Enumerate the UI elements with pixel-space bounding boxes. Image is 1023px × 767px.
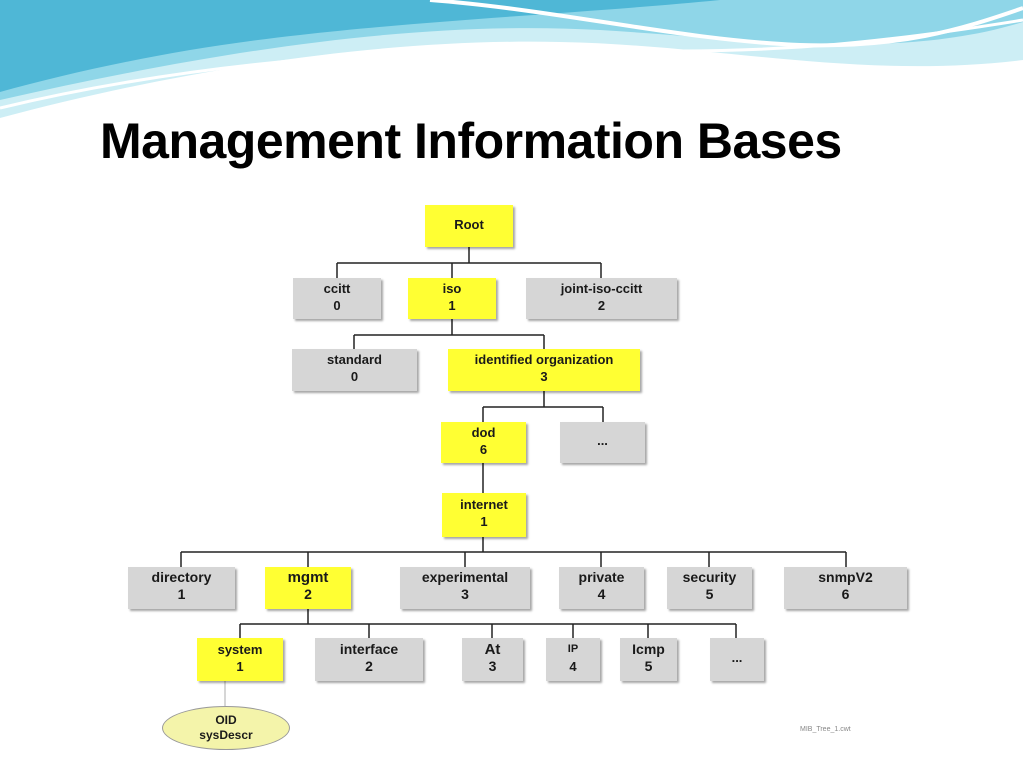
node-number: 2 (365, 657, 373, 674)
node-label: Icmp (632, 640, 665, 657)
node-number: 1 (236, 658, 244, 674)
node-label: directory (151, 569, 212, 585)
node-label: standard (327, 352, 382, 367)
node-ccitt: ccitt 0 (293, 278, 381, 319)
node-number: 0 (333, 297, 341, 313)
node-label: mgmt (287, 569, 329, 586)
node-ellipsis-level6: ... (710, 638, 764, 681)
node-at: At 3 (462, 638, 523, 681)
node-label: interface (339, 640, 399, 657)
node-ip: IP 4 (546, 638, 600, 681)
wave-dark-band (0, 0, 720, 92)
node-label: At (484, 640, 501, 658)
node-number: 6 (479, 441, 488, 457)
node-label: dod (471, 424, 496, 440)
node-identified-organization: identified organization 3 (448, 349, 640, 391)
node-label: snmpV2 (818, 569, 873, 585)
node-number: 3 (461, 586, 469, 602)
node-label: security (682, 569, 737, 585)
node-interface: interface 2 (315, 638, 423, 681)
node-root: Root (425, 205, 513, 247)
node-number: 1 (448, 297, 456, 313)
node-number: 3 (540, 369, 548, 384)
node-ellipsis-level3: ... (560, 422, 645, 463)
leaf-oid-sysdescr: OID sysDescr (162, 706, 290, 750)
node-number: 4 (569, 658, 577, 674)
node-label: system (217, 641, 263, 657)
node-label: joint-iso-ccitt (560, 280, 643, 296)
node-number: 1 (177, 586, 186, 602)
node-number: 5 (705, 586, 714, 602)
node-experimental: experimental 3 (400, 567, 530, 609)
node-dod: dod 6 (441, 422, 526, 463)
figure-caption: MIB_Tree_1.cwt (800, 726, 851, 733)
node-joint-iso-ccitt: joint-iso-ccitt 2 (526, 278, 677, 319)
node-number: 0 (350, 369, 359, 384)
node-iso: iso 1 (408, 278, 496, 319)
node-security: security 5 (667, 567, 752, 609)
node-mgmt: mgmt 2 (265, 567, 351, 609)
node-label: ... (731, 650, 743, 665)
node-label: ccitt (323, 280, 351, 296)
node-number: 3 (488, 657, 497, 674)
node-label: ... (597, 433, 608, 448)
node-number: 2 (597, 297, 606, 313)
node-snmpv2: snmpV2 6 (784, 567, 907, 609)
node-standard: standard 0 (292, 349, 417, 391)
node-label: iso (442, 280, 462, 296)
node-system: system 1 (197, 638, 283, 681)
node-label: IP (567, 642, 579, 655)
leaf-line1: OID (215, 713, 237, 727)
node-internet: internet 1 (442, 493, 526, 537)
wave-white-line-2 (429, 0, 1023, 48)
node-label: experimental (421, 569, 509, 585)
node-directory: directory 1 (128, 567, 235, 609)
node-number: 1 (480, 514, 488, 529)
wave-white-line (0, 18, 1023, 110)
node-label: identified organization (474, 352, 614, 367)
wave-header-decoration (0, 0, 1023, 118)
node-number: 6 (841, 586, 850, 602)
node-number: 4 (597, 586, 606, 602)
node-private: private 4 (559, 567, 644, 609)
leaf-line2: sysDescr (199, 728, 253, 742)
node-number: 2 (304, 586, 312, 602)
node-number: 5 (644, 657, 653, 674)
node-label: private (578, 569, 625, 585)
node-label: internet (460, 497, 508, 512)
node-icmp: Icmp 5 (620, 638, 677, 681)
slide-title: Management Information Bases (100, 113, 842, 169)
node-root-label: Root (454, 216, 484, 232)
